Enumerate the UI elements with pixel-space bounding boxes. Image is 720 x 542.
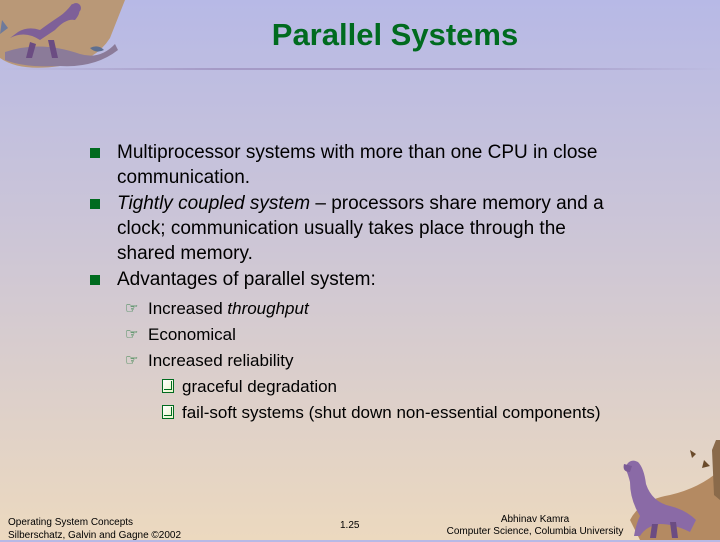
sub-bullet-3-text: Increased reliability	[148, 351, 294, 370]
pointing-hand-icon: ☞	[125, 352, 139, 369]
bullet-2-line-2: clock; communication usually takes place…	[117, 218, 566, 239]
sub-bullet-1-text: Increased	[148, 299, 228, 318]
bullet-2-line-1-rest: – processors share memory and a	[310, 193, 604, 214]
pointing-hand-icon: ☞	[125, 326, 139, 343]
bullet-item-2: Tightly coupled system – processors shar…	[90, 191, 650, 266]
footer-right-line-1: Abhinav Kamra	[500, 514, 570, 525]
bullet-item-1: Multiprocessor systems with more than on…	[90, 140, 650, 190]
slide-number: 1.25	[340, 520, 360, 531]
sub-bullet-2-text: Economical	[148, 325, 236, 344]
sub-sub-bullet-item-2: fail-soft systems (shut down non-essenti…	[90, 400, 650, 426]
sub-sub-bullet-1-text: graceful degradation	[182, 377, 338, 396]
pointing-hand-icon: ☞	[125, 300, 139, 317]
dinosaur-bottomright-illustration	[623, 440, 720, 540]
checkbox-icon	[162, 379, 174, 393]
footer-author-credit: Abhinav Kamra Computer Science, Columbia…	[445, 514, 625, 538]
title-divider	[0, 68, 720, 70]
sub-bullet-item-3: ☞ Increased reliability	[90, 348, 650, 374]
sub-bullet-item-1: ☞ Increased throughput	[90, 296, 650, 322]
bullet-2-italic-term: Tightly coupled system	[117, 193, 311, 214]
dinosaur-topleft-illustration	[0, 0, 125, 68]
sub-bullet-item-2: ☞ Economical	[90, 322, 650, 348]
bullet-1-line-2: communication.	[117, 167, 251, 188]
bullet-3-line-1: Advantages of parallel system:	[117, 269, 376, 290]
footer-book-credit: Operating System Concepts Silberschatz, …	[8, 516, 181, 542]
footer-left-line-2: Silberschatz, Galvin and Gagne ©2002	[8, 530, 182, 541]
footer-left-line-1: Operating System Concepts	[8, 517, 134, 528]
square-bullet-icon	[90, 199, 100, 209]
sub-bullet-1-italic: throughput	[227, 299, 309, 318]
bullet-2-line-1: Tightly coupled system – processors shar…	[117, 191, 650, 216]
bullet-item-3: Advantages of parallel system:	[90, 267, 650, 292]
square-bullet-icon	[90, 275, 100, 285]
footer-right-line-2: Computer Science, Columbia University	[446, 526, 624, 537]
slide-title: Parallel Systems	[271, 17, 519, 52]
checkbox-icon	[162, 405, 174, 419]
sub-sub-bullet-item-1: graceful degradation	[90, 374, 650, 400]
bullet-1-line-1: Multiprocessor systems with more than on…	[117, 142, 598, 163]
square-bullet-icon	[90, 148, 100, 158]
sub-sub-bullet-2-text: fail-soft systems (shut down non-essenti…	[182, 403, 601, 422]
bullet-2-line-3: shared memory.	[117, 243, 253, 264]
bullet-list: Multiprocessor systems with more than on…	[90, 140, 650, 426]
